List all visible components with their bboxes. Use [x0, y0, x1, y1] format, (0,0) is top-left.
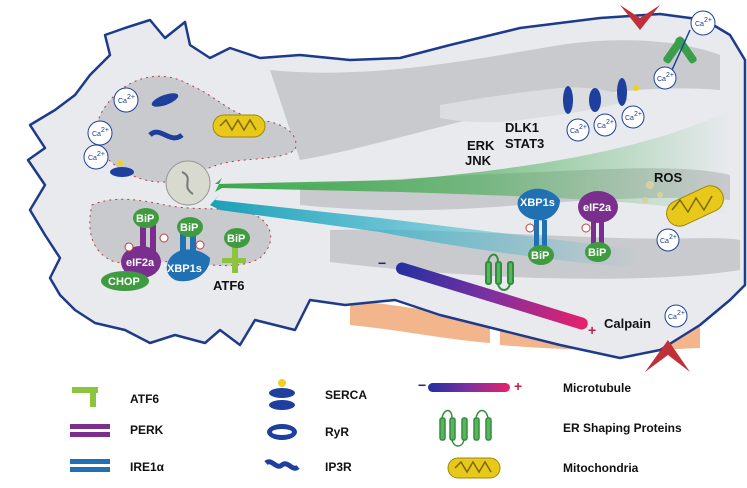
svg-text:Ca: Ca — [625, 115, 634, 122]
svg-text:Ca: Ca — [668, 314, 677, 321]
legend-mt-plus: + — [514, 378, 522, 394]
axon-mitochondrion — [642, 181, 724, 227]
legend-perk: PERK — [70, 423, 164, 437]
legend-ire1: IRE1α — [70, 459, 165, 474]
svg-text:2+: 2+ — [606, 119, 614, 126]
legend-ip3r-label: IP3R — [325, 460, 352, 474]
svg-text:XBP1s: XBP1s — [520, 197, 555, 209]
legend-ip3r: IP3R — [264, 459, 352, 474]
ca-ion: Ca2+ — [621, 105, 645, 129]
svg-text:Ca: Ca — [118, 98, 127, 105]
ca-ion: Ca2+ — [83, 144, 109, 170]
svg-text:BiP: BiP — [531, 250, 549, 262]
ros-label: ROS — [654, 170, 683, 185]
bip-perk — [133, 208, 159, 228]
bip-axon-perk — [585, 242, 611, 262]
eif2a-axon — [578, 191, 618, 223]
svg-text:eIF2a: eIF2a — [583, 202, 612, 214]
er-shaping-proteins — [485, 253, 514, 291]
erk-label: ERK — [467, 138, 495, 153]
legend-er-shaping — [439, 409, 492, 447]
svg-text:2+: 2+ — [579, 124, 587, 131]
ca-ion: Ca2+ — [656, 228, 680, 252]
legend-mitochondria: Mitochondria — [447, 457, 639, 479]
calcium-ions: Ca2+ Ca2+ Ca2+ Ca2+ Ca2+ Ca2+ Ca2+ Ca2+ — [83, 10, 716, 328]
ca-ion: Ca2+ — [113, 87, 139, 113]
svg-text:2+: 2+ — [97, 151, 105, 158]
soma-mitochondrion — [212, 114, 266, 138]
microtubule: − + — [378, 255, 596, 338]
chop — [101, 271, 149, 291]
microtubule-plus-label: + — [588, 322, 596, 338]
ca-ion: Ca2+ — [664, 304, 688, 328]
svg-text:Ca: Ca — [597, 123, 606, 130]
retrograde-green-arrow — [215, 110, 730, 215]
svg-text:2+: 2+ — [669, 234, 677, 241]
svg-text:XBP1s: XBP1s — [167, 263, 202, 275]
stat3-label: STAT3 — [505, 136, 544, 151]
svg-text:2+: 2+ — [634, 111, 642, 118]
svg-text:Ca: Ca — [695, 21, 704, 28]
legend: ATF6 PERK IRE1α SERCA RyR — [70, 377, 682, 479]
svg-text:BiP: BiP — [227, 233, 245, 245]
svg-text:2+: 2+ — [704, 17, 712, 24]
atf6-soma-label: ATF6 — [213, 278, 245, 293]
dlk1-label: DLK1 — [505, 120, 539, 135]
svg-text:Ca: Ca — [88, 155, 97, 162]
soma-calcium-channels — [110, 93, 184, 177]
ca-ion: Ca2+ — [653, 66, 677, 90]
ca-ion: Ca2+ — [566, 118, 590, 142]
svg-text:BiP: BiP — [136, 213, 154, 225]
svg-text:Ca: Ca — [660, 238, 669, 245]
svg-text:2+: 2+ — [127, 94, 135, 101]
ca-ion: Ca2+ — [690, 10, 716, 36]
bip-axon-ire1 — [528, 245, 554, 265]
legend-er-shaping-label: ER Shaping Proteins — [563, 421, 682, 435]
legend-atf6: ATF6 — [72, 387, 159, 407]
microtubule-minus-label: − — [378, 255, 386, 271]
soma-upr-sensors: BiP BiP BiP eIF2a XBP1s CHOP ATF6 — [101, 208, 250, 293]
eif2a-soma — [121, 246, 161, 278]
svg-text:CHOP: CHOP — [108, 276, 140, 288]
legend-microtubule-label: Microtubule — [563, 381, 631, 395]
svg-text:Ca: Ca — [570, 128, 579, 135]
svg-text:2+: 2+ — [677, 310, 685, 317]
axon-upr-sensors: XBP1s BiP eIF2a BiP — [517, 188, 618, 265]
xbp1s-axon — [517, 188, 560, 221]
legend-serca: SERCA — [269, 379, 367, 410]
legend-ryr: RyR — [267, 424, 349, 440]
membrane-channel — [663, 36, 697, 64]
legend-mt-minus: − — [418, 377, 426, 393]
svg-text:Ca: Ca — [657, 76, 666, 83]
legend-atf6-label: ATF6 — [130, 392, 159, 406]
xbp1s-soma — [166, 249, 210, 282]
jnk-label: JNK — [465, 153, 492, 168]
calpain-label: Calpain — [604, 316, 651, 331]
legend-mitochondria-label: Mitochondria — [563, 461, 639, 475]
legend-ire1-label: IRE1α — [130, 460, 165, 474]
svg-text:eIF2a: eIF2a — [126, 257, 155, 269]
svg-text:Ca: Ca — [92, 131, 101, 138]
svg-text:BiP: BiP — [588, 247, 606, 259]
bip-atf6 — [224, 228, 250, 248]
axon-calcium-channels — [563, 78, 639, 114]
ca-ion: Ca2+ — [87, 120, 113, 146]
legend-perk-label: PERK — [130, 423, 164, 437]
growth-cone-spike-top — [620, 5, 660, 30]
legend-ryr-label: RyR — [325, 425, 349, 439]
legend-microtubule: − + Microtubule — [418, 377, 631, 395]
ca-ion: Ca2+ — [593, 113, 617, 137]
svg-text:2+: 2+ — [101, 127, 109, 134]
growth-cone-spike-bottom — [645, 340, 690, 372]
svg-text:BiP: BiP — [180, 222, 198, 234]
svg-text:2+: 2+ — [666, 72, 674, 79]
legend-serca-label: SERCA — [325, 388, 367, 402]
bip-ire1 — [177, 217, 203, 237]
